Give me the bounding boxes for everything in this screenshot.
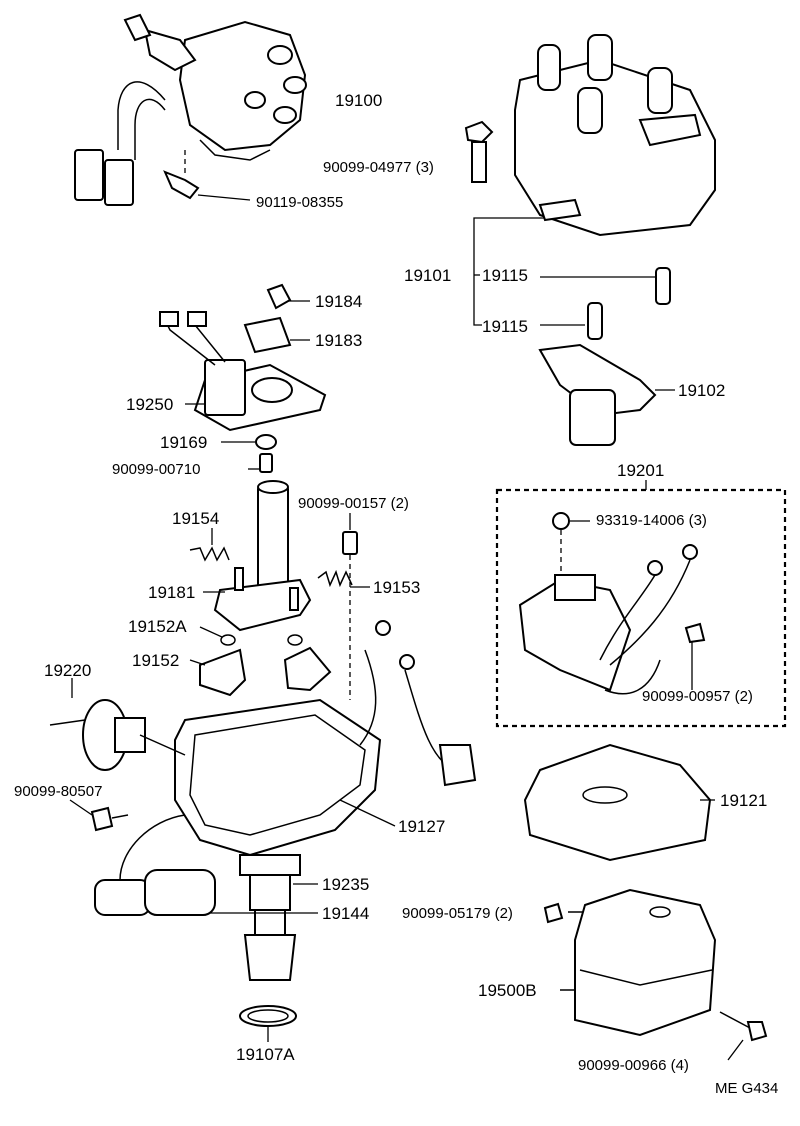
label-90099-80507: 90099-80507 — [14, 783, 102, 800]
governor-shaft-19181-drawing — [203, 480, 312, 632]
label-90119-08355: 90119-08355 — [256, 194, 343, 211]
label-19169: 19169 — [160, 433, 207, 452]
label-19184: 19184 — [315, 292, 362, 311]
label-19101: 19101 — [404, 266, 451, 285]
nut-90099-05179-drawing — [543, 902, 590, 924]
label-90099-00157: 90099-00157 (2) — [298, 495, 409, 512]
label-19220: 19220 — [44, 661, 91, 680]
label-90099-00957: 90099-00957 (2) — [642, 688, 753, 705]
screw-90099-80507-drawing — [69, 799, 129, 832]
label-19144: 19144 — [322, 904, 369, 923]
igniter-19201-drawing — [518, 512, 706, 695]
spring-19154-drawing — [189, 528, 230, 562]
label-19183: 19183 — [315, 331, 362, 350]
cover-19121-drawing — [523, 743, 715, 862]
label-19235: 19235 — [322, 875, 369, 894]
bolt-90099-00966-drawing — [719, 1011, 768, 1061]
pickup-coil-19250-drawing — [159, 311, 327, 432]
label-19152A: 19152A — [128, 617, 187, 636]
washer-19169-drawing — [221, 434, 277, 450]
label-19201: 19201 — [617, 461, 664, 480]
condenser-drawing — [94, 814, 216, 916]
label-19121: 19121 — [720, 791, 767, 810]
label-19152: 19152 — [132, 651, 179, 670]
weight-19152-drawing — [189, 646, 332, 697]
label-19154: 19154 — [172, 509, 219, 528]
distributor-assembly-drawing — [74, 13, 307, 206]
label-19107A: 19107A — [236, 1045, 295, 1064]
clip-19184-drawing — [266, 283, 310, 310]
label-19115-spring: 19115 — [482, 266, 528, 285]
label-90099-04977: 90099-04977 (3) — [323, 159, 434, 176]
housing-19500B-drawing — [560, 888, 717, 1037]
label-90099-00966: 90099-00966 (4) — [578, 1057, 689, 1074]
label-90099-00710: 90099-00710 — [112, 461, 200, 478]
label-19127: 19127 — [398, 817, 445, 836]
rotor-drawing — [538, 343, 675, 446]
carbon-19115-drawing — [587, 302, 603, 340]
label-93319-14006: 93319-14006 (3) — [596, 512, 707, 529]
bolt-90119-08355-drawing — [163, 170, 251, 201]
distributor-cap-drawing — [514, 34, 716, 237]
drawing-code: ME G434 — [715, 1080, 778, 1097]
clip-19152A-drawing — [199, 626, 303, 646]
label-19115-carbon: 19115 — [482, 317, 528, 336]
screw-90099-00157-drawing — [342, 513, 358, 555]
label-19181: 19181 — [148, 583, 195, 602]
label-19250: 19250 — [126, 395, 173, 414]
label-19153: 19153 — [373, 578, 420, 597]
vacuum-advancer-19220-drawing — [49, 678, 186, 771]
label-19100: 19100 — [335, 91, 382, 110]
igniter-kit-box — [495, 488, 787, 728]
label-19500B: 19500B — [478, 981, 537, 1000]
screw-90099-00710-drawing — [248, 453, 273, 473]
label-90099-05179: 90099-05179 (2) — [402, 905, 513, 922]
insulator-19183-drawing — [243, 316, 310, 354]
spring-19153-drawing — [317, 569, 370, 588]
label-19102: 19102 — [678, 381, 725, 400]
spring-19115-drawing — [655, 267, 671, 305]
bolt-90099-04977-drawing — [464, 120, 494, 183]
distributor-housing-drawing — [174, 555, 477, 1042]
